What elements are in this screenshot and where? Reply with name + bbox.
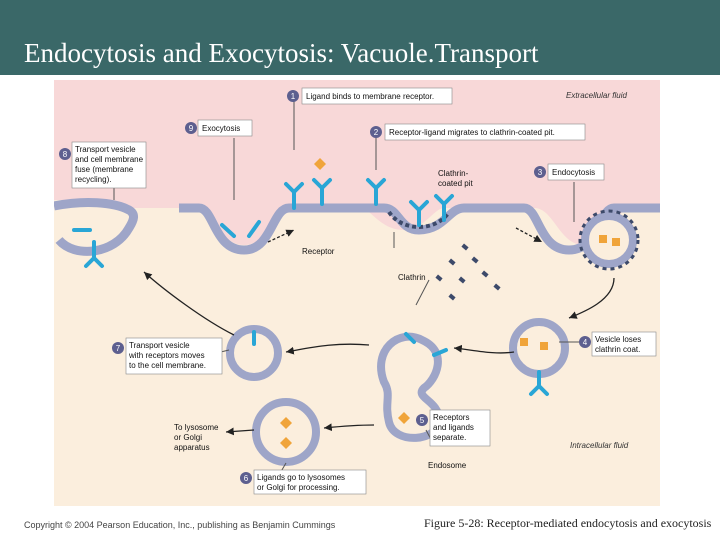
clathrin-pit-label: Clathrin- coated pit: [438, 169, 473, 188]
receptor-label: Receptor: [302, 247, 335, 256]
intracellular-label: Intracellular fluid: [570, 441, 629, 450]
endocytosis-diagram: Extracellular fluid Intracellular fluid …: [53, 80, 660, 506]
clathrin-label: Clathrin: [398, 273, 426, 282]
svg-text:2: 2: [374, 128, 379, 137]
copyright-notice: Copyright © 2004 Pearson Education, Inc.…: [24, 520, 336, 530]
step-4-marker: [579, 336, 591, 348]
step-9-marker: [185, 122, 197, 134]
step-1-marker: [287, 90, 299, 102]
cell-membrane-left: [53, 198, 138, 256]
ligand-vesicle: [252, 398, 320, 466]
step-4-label: Vesicle loses clathrin coat.: [595, 335, 643, 354]
svg-text:6: 6: [244, 474, 249, 483]
svg-text:7: 7: [116, 344, 121, 353]
step-5-label: Receptors and ligands separate.: [433, 413, 476, 442]
flow-arrows: [143, 227, 615, 436]
step-3-marker: [534, 166, 546, 178]
step-7-marker: [112, 342, 124, 354]
receptors: [72, 178, 549, 396]
uncoated-vesicle: [509, 318, 569, 378]
extracellular-label: Extracellular fluid: [566, 91, 627, 100]
endosome-label: Endosome: [428, 461, 467, 470]
lysosome-label: To lysosome or Golgi apparatus: [174, 423, 221, 452]
svg-text:1: 1: [291, 92, 296, 101]
slide-title: Endocytosis and Exocytosis: Vacuole.Tran…: [24, 38, 539, 68]
ligand: [599, 235, 607, 243]
step-2-marker: [370, 126, 382, 138]
svg-text:5: 5: [420, 416, 425, 425]
clathrin-fragments: [435, 243, 501, 301]
step-3-label: Endocytosis: [552, 168, 595, 177]
transport-vesicle: [226, 325, 282, 381]
step-7-label: Transport vesicle with receptors moves t…: [128, 341, 207, 370]
svg-text:4: 4: [583, 338, 588, 347]
step-2-label: Receptor-ligand migrates to clathrin-coa…: [389, 128, 555, 137]
figure-caption: Figure 5-28: Receptor-mediated endocytos…: [424, 516, 712, 530]
title-bar: [0, 0, 720, 75]
coated-vesicle: [581, 212, 637, 268]
cell-membrane: [179, 203, 660, 255]
step-8-label: Transport vesicle and cell membrane fuse…: [75, 145, 145, 184]
step-6-marker: [240, 472, 252, 484]
free-ligand: [314, 158, 326, 170]
step-5-marker: [416, 414, 428, 426]
svg-text:9: 9: [189, 124, 194, 133]
ligand: [612, 238, 620, 246]
svg-text:8: 8: [63, 150, 68, 159]
step-8-marker: [59, 148, 71, 160]
step-9-label: Exocytosis: [202, 124, 240, 133]
step-1-label: Ligand binds to membrane receptor.: [306, 92, 434, 101]
svg-text:3: 3: [538, 168, 543, 177]
step-6-label: Ligands go to lysosomes or Golgi for pro…: [257, 473, 347, 492]
